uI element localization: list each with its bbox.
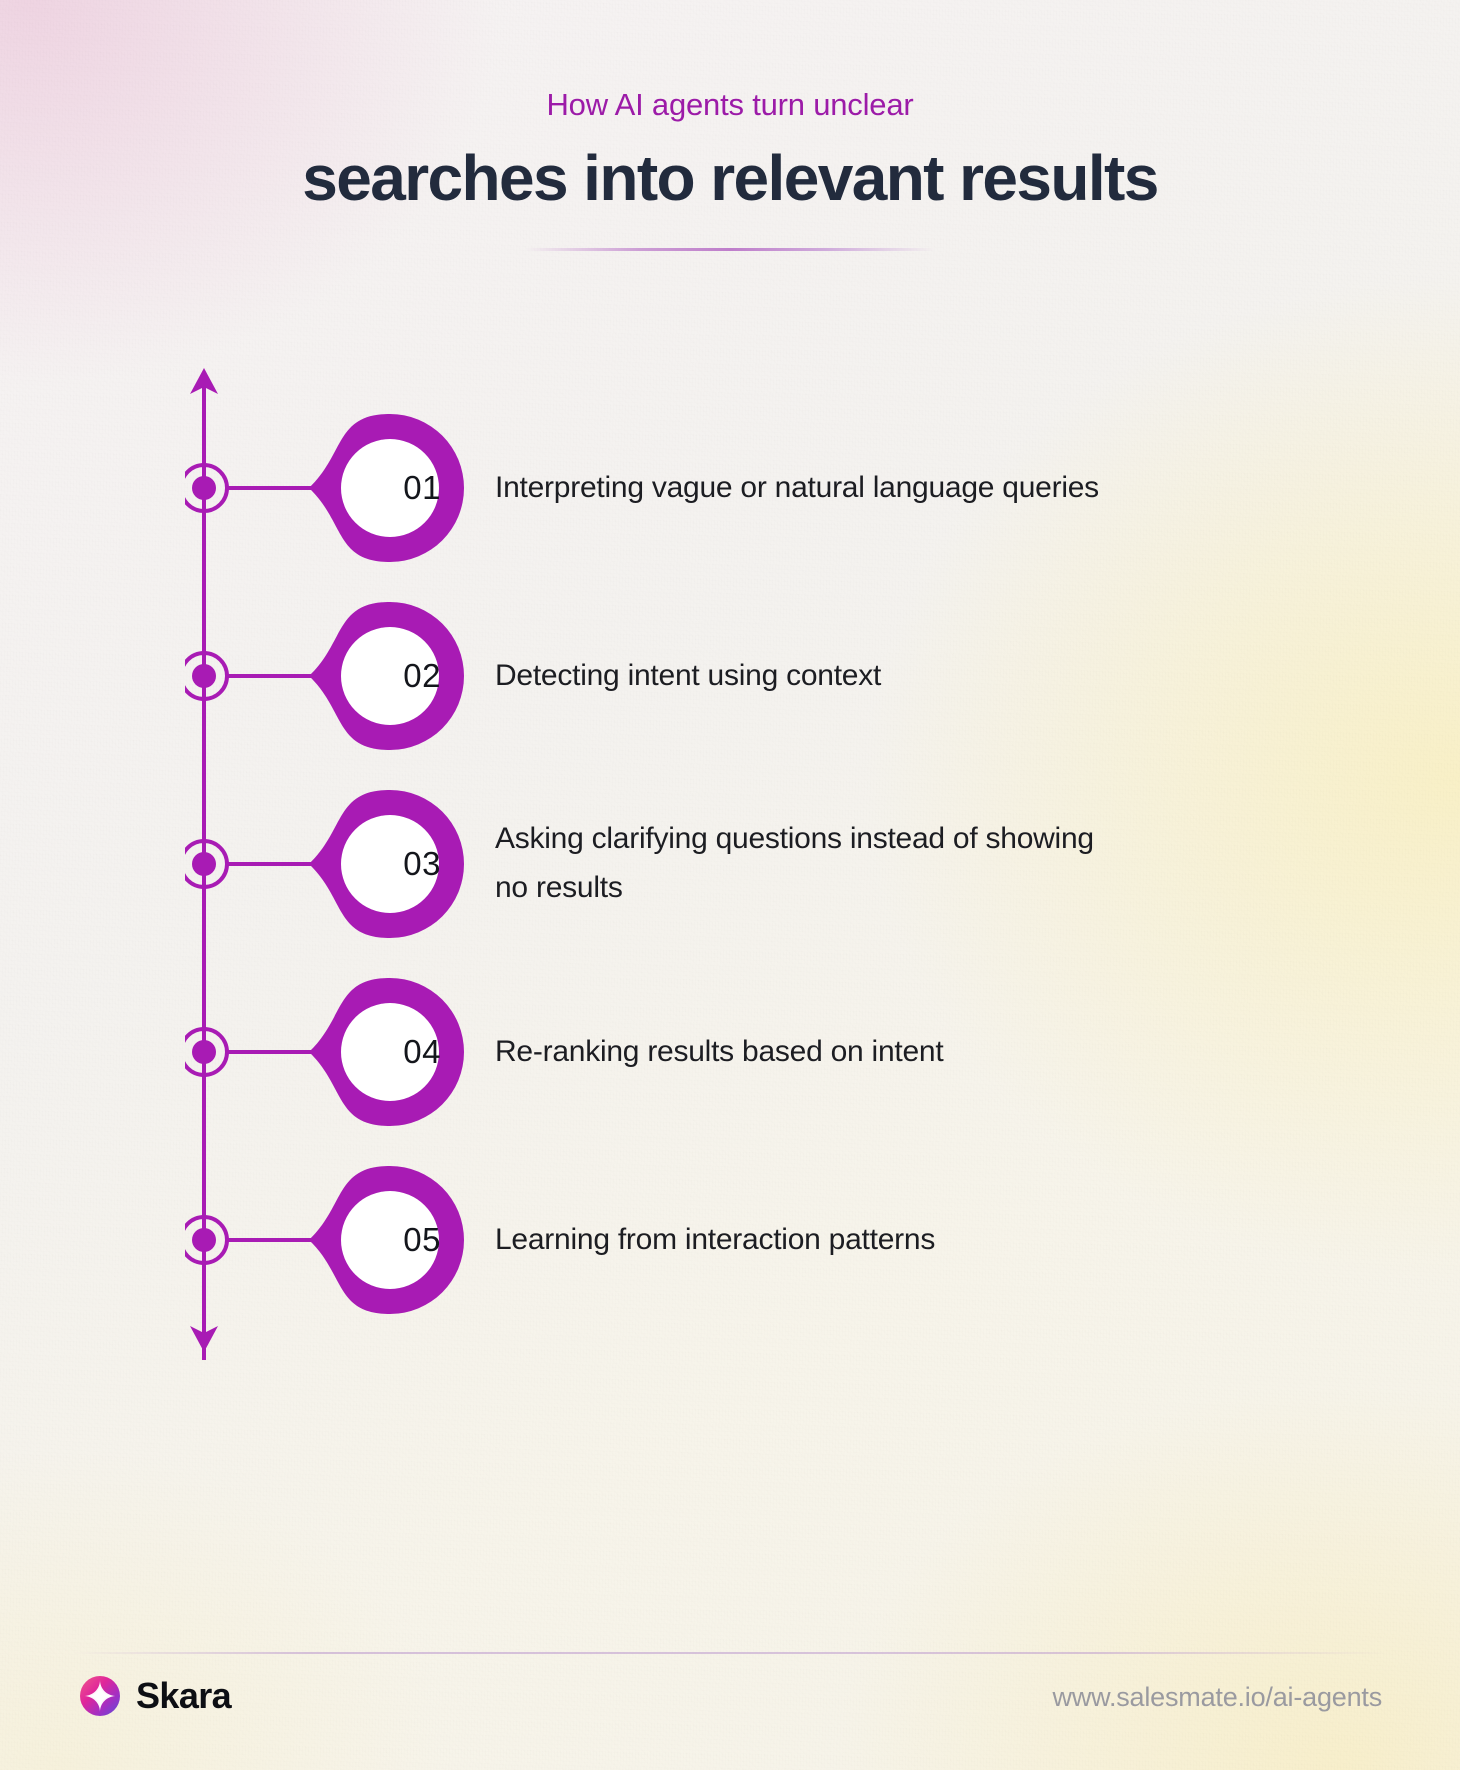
skara-sparkle-logo-icon [80, 1676, 120, 1716]
timeline: 01 Interpreting vague or natural languag… [0, 360, 1460, 1380]
page-subtitle: How AI agents turn unclear [546, 87, 914, 122]
timeline-step-02[interactable]: 02 Detecting intent using context [185, 602, 882, 750]
step-marker-02: 02 [185, 596, 485, 756]
step-label-01: Interpreting vague or natural language q… [495, 470, 1099, 504]
step-marker-04: 04 [185, 972, 485, 1132]
axis-node-dot [192, 1228, 216, 1252]
step-number-04: 04 [403, 1033, 441, 1070]
step-number-02: 02 [403, 657, 441, 694]
step-label-03: Asking clarifying questions instead of s… [495, 822, 1094, 904]
step-label-02: Detecting intent using context [495, 658, 882, 692]
axis-node-dot [192, 852, 216, 876]
brand-logo[interactable]: Skara [78, 1674, 232, 1718]
site-url: www.salesmate.io/ai-agents [1052, 1682, 1383, 1712]
footer: Skara www.salesmate.io/ai-agents [0, 1668, 1460, 1734]
footer-divider [72, 1652, 1388, 1654]
header: How AI agents turn unclear searches into… [0, 0, 1460, 252]
step-number-01: 01 [403, 469, 441, 506]
timeline-step-01[interactable]: 01 Interpreting vague or natural languag… [185, 414, 1099, 562]
pin-inner-circle [341, 439, 439, 537]
step-label-05: Learning from interaction patterns [495, 1222, 936, 1256]
pin-inner-circle [341, 815, 439, 913]
axis-arrow-down [190, 1326, 218, 1352]
pin-inner-circle [341, 627, 439, 725]
brand-name: Skara [136, 1675, 232, 1716]
pin-inner-circle [341, 1003, 439, 1101]
axis-arrow-up [190, 368, 218, 394]
title-divider [525, 248, 935, 252]
axis-node-dot [192, 664, 216, 688]
step-label-04: Re-ranking results based on intent [495, 1034, 944, 1068]
step-number-03: 03 [403, 845, 441, 882]
axis-node-dot [192, 476, 216, 500]
step-number-05: 05 [403, 1221, 441, 1258]
timeline-step-03[interactable]: 03 Asking clarifying questions instead o… [185, 790, 1105, 938]
axis-node-dot [192, 1040, 216, 1064]
pin-inner-circle [341, 1191, 439, 1289]
timeline-step-05[interactable]: 05 Learning from interaction patterns [185, 1166, 936, 1314]
page-title: searches into relevant results [302, 142, 1159, 215]
step-marker-03: 03 [185, 784, 485, 944]
timeline-step-04[interactable]: 04 Re-ranking results based on intent [185, 978, 944, 1126]
step-marker-05: 05 [185, 1160, 485, 1320]
step-marker-01: 01 [185, 408, 485, 568]
